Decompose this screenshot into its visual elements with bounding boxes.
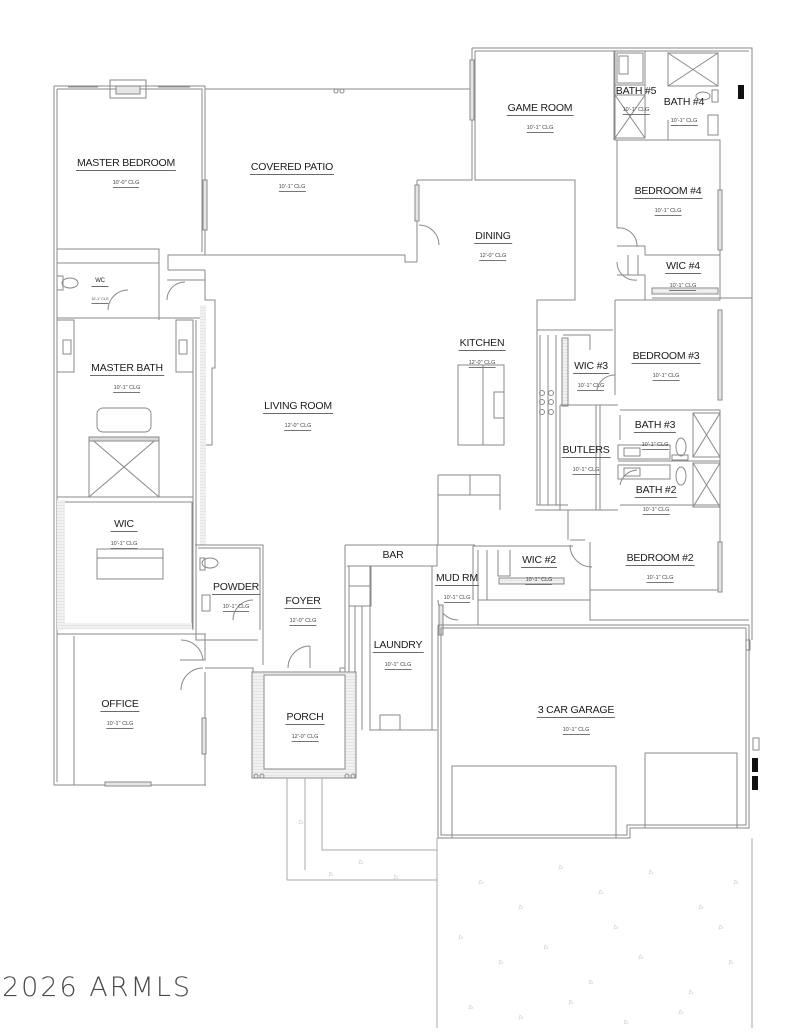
room-label-bar: BAR	[382, 549, 404, 561]
site-lines	[286, 778, 753, 1028]
room-label-wic: WIC 10'-1" CLG	[110, 518, 138, 549]
room-label-powder: POWDER 10'-1" CLG	[211, 581, 261, 612]
room-label-bath-5: BATH #5 10'-1" CLG	[615, 85, 657, 115]
room-label-garage: 3 CAR GARAGE 10'-1" CLG	[536, 704, 616, 735]
porch-walls	[251, 671, 357, 779]
room-label-butlers: BUTLERS 10'-1" CLG	[561, 444, 611, 475]
driveway-texture	[298, 819, 739, 1025]
garage-walls	[437, 624, 760, 839]
room-label-mud-rm: MUD RM 10'-1" CLG	[435, 572, 479, 603]
room-label-living-room: LIVING ROOM 12'-0" CLG	[263, 400, 333, 431]
room-label-wic-3: WIC #3 10'-1" CLG	[573, 360, 609, 391]
room-label-game-room: GAME ROOM 10'-1" CLG	[506, 102, 574, 133]
room-label-bath-3: BATH #3 10'-1" CLG	[633, 419, 677, 450]
room-label-laundry: LAUNDRY 10'-1" CLG	[372, 639, 424, 670]
room-label-master-bedroom: MASTER BEDROOM 10'-0" CLG	[75, 157, 177, 188]
living-room-walls	[166, 269, 216, 545]
room-label-kitchen: KITCHEN 12'-0" CLG	[458, 337, 506, 368]
room-label-covered-patio: COVERED PATIO 10'-1" CLG	[249, 161, 335, 192]
east-wing-walls	[437, 47, 753, 640]
room-label-dining: DINING 12'-0" CLG	[474, 230, 512, 261]
room-label-bath-4: BATH #4 10'-1" CLG	[663, 96, 705, 126]
room-label-bath-2: BATH #2 10'-1" CLG	[634, 484, 678, 515]
room-label-bedroom-4: BEDROOM #4 10'-1" CLG	[633, 185, 703, 216]
covered-patio-walls	[202, 88, 473, 263]
room-label-bedroom-3: BEDROOM #3 10'-1" CLG	[631, 350, 701, 381]
room-label-wc: WC 10'-1" CLG	[91, 278, 109, 305]
kitchen-walls	[437, 300, 568, 546]
room-label-foyer: FOYER 12'-0" CLG	[284, 595, 322, 626]
master-suite-walls	[53, 79, 207, 787]
room-label-wic-2: WIC #2 10'-1" CLG	[521, 554, 557, 585]
central-walls	[195, 544, 438, 731]
room-label-bedroom-2: BEDROOM #2 10'-1" CLG	[625, 552, 695, 583]
room-label-porch: PORCH 12'-0" CLG	[285, 711, 325, 742]
room-label-office: OFFICE 10'-1" CLG	[100, 698, 140, 729]
room-label-wic-4: WIC #4 10'-1" CLG	[665, 260, 701, 291]
room-label-master-bath: MASTER BATH 10'-1" CLG	[90, 362, 164, 393]
copyright-watermark: 2026 ARMLS	[2, 972, 193, 1003]
